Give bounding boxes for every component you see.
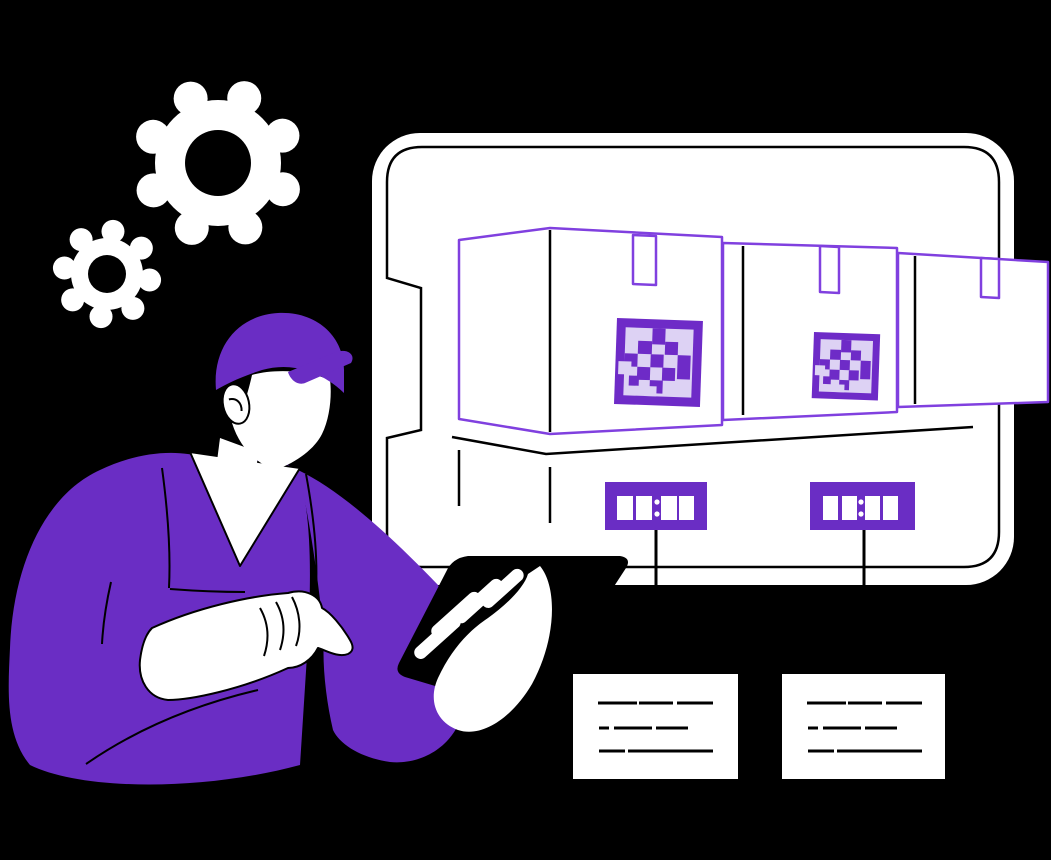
parcel-box-3 (896, 251, 1050, 409)
display-digit-bar (842, 496, 857, 520)
card-body (782, 674, 945, 779)
display-colon-dot (654, 511, 660, 517)
box-3-tape-notch (979, 256, 1001, 300)
apron-top-edge (169, 588, 246, 593)
qr-block-dark (829, 349, 842, 360)
display-digit-bar (661, 496, 677, 520)
finger-4 (481, 568, 524, 608)
display-colon-dot (858, 511, 864, 517)
qr-block-dark (839, 359, 850, 371)
side-crease (101, 581, 112, 645)
qr-block-light (644, 386, 657, 397)
qr-block-dark (676, 355, 691, 380)
gear-tooth (89, 305, 113, 329)
box-2-tape-notch (818, 244, 841, 295)
qr-block-dark (650, 354, 664, 368)
document-cards (573, 674, 945, 779)
gear-tooth (52, 256, 76, 280)
cap-dome (215, 312, 345, 393)
gears-icon (52, 81, 300, 329)
qr-block-dark (822, 376, 831, 385)
qr-block-light (618, 361, 632, 375)
card-body (573, 674, 738, 779)
gear-tooth (101, 219, 125, 243)
qr-block-dark (664, 341, 679, 356)
qr-block-light (680, 331, 692, 343)
qr-block-light (814, 365, 826, 376)
counter-display-2 (810, 482, 915, 586)
gear-hole (88, 255, 126, 293)
gear-hole (185, 130, 251, 196)
conveyor-shelf (451, 425, 974, 523)
qr-block-dark (860, 360, 871, 380)
palm (433, 566, 552, 732)
gear-small (52, 219, 162, 329)
conveyor-edge (451, 425, 974, 456)
sweater-seams (85, 467, 318, 765)
qr-block-dark (841, 339, 852, 353)
qr-block-dark (829, 369, 840, 380)
display-colon-dot (654, 499, 660, 505)
parcel-boxes (457, 226, 1050, 436)
box-1-tape-notch (631, 233, 658, 287)
right-arm (298, 470, 466, 763)
document-card-1 (573, 674, 738, 779)
sleeve-crease (85, 689, 259, 765)
qr-box-1 (613, 318, 703, 407)
fingers (414, 568, 524, 659)
gear-tooth (138, 268, 162, 292)
knuckle-lines (259, 596, 301, 657)
qr-block-dark (850, 350, 862, 361)
display-digit-bar (636, 496, 652, 520)
qr-block-dark (652, 328, 666, 345)
display-digit-bar (865, 496, 880, 520)
qr-block-dark (636, 366, 651, 381)
apron-strap-left (161, 467, 171, 589)
face (232, 371, 331, 470)
cap-brim (288, 350, 353, 384)
ear-inner-line (228, 398, 243, 412)
qr-block-dark (628, 375, 639, 386)
display-colon-dot (858, 499, 864, 505)
document-card-2 (782, 674, 945, 779)
display-digit-bar (883, 496, 898, 520)
qr-block-dark (637, 340, 653, 355)
panel-inner-border (385, 145, 1001, 569)
qr-block-light (835, 384, 845, 393)
qr-block-dark (661, 367, 676, 382)
display-digit-bar (617, 496, 633, 520)
ear (221, 383, 251, 425)
display-digit-bar (679, 496, 694, 520)
apron-strap-right (305, 473, 318, 591)
worker-person (8, 312, 466, 785)
qr-block-dark (848, 370, 859, 381)
display-digit-bar (823, 496, 838, 520)
counter-display-1 (605, 482, 707, 586)
finger-3 (454, 578, 503, 624)
gear-large (136, 81, 300, 245)
box-3-body (896, 251, 1050, 409)
neck (212, 438, 258, 522)
gripping-hand (414, 566, 552, 732)
counter-displays (605, 482, 915, 586)
qr-codes (613, 318, 881, 407)
qr-box-2 (811, 332, 881, 401)
qr-block-light (862, 342, 872, 351)
